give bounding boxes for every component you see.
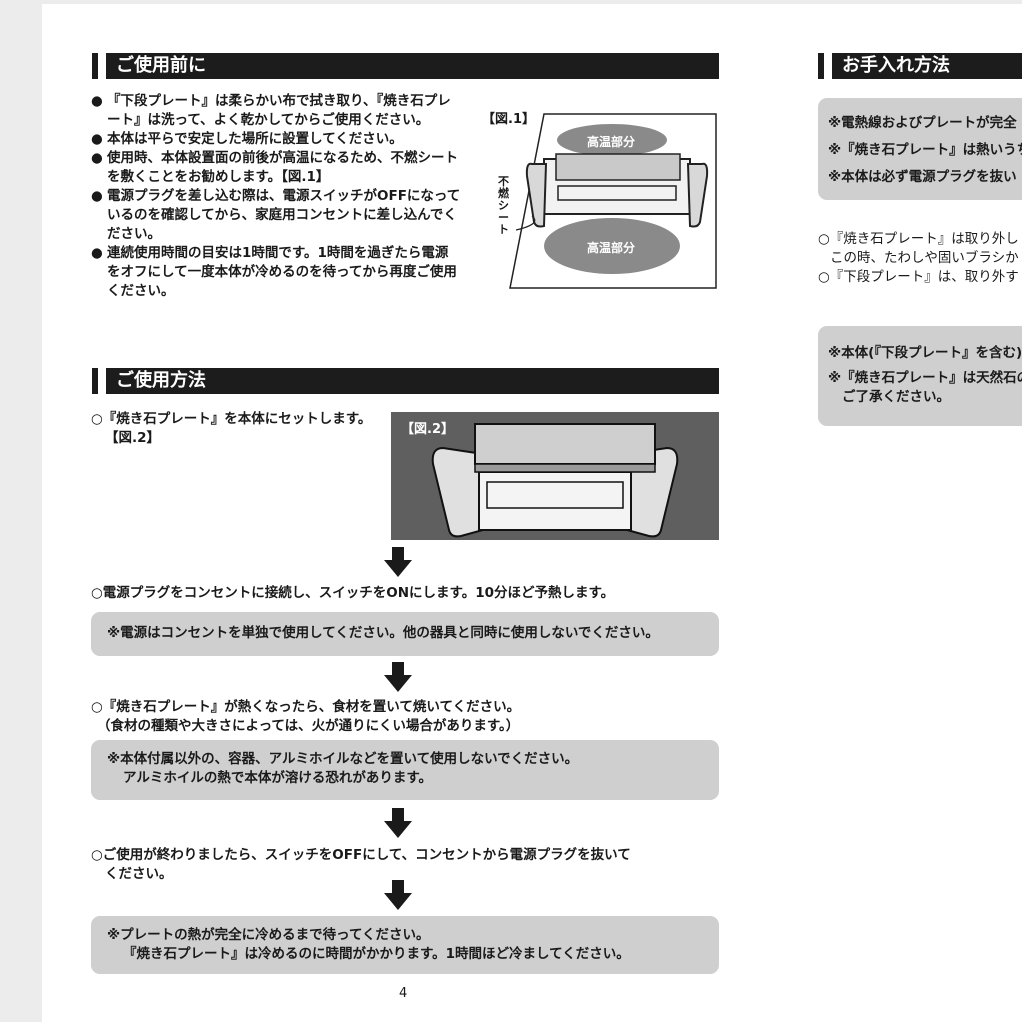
section-title: お手入れ方法 [842, 55, 950, 76]
figure-2-label: 【図.2】 [401, 422, 454, 437]
step-3: ○『焼き石プレート』が熱くなったら、食材を置いて焼いてください。 （食材の種類や… [91, 698, 731, 736]
note-1-text: ※電源はコンセントを単独で使用してください。他の器具と同時に使用しないでください… [107, 625, 659, 641]
care-note-a-line: ※『焼き石プレート』は熱いうち [828, 142, 1022, 158]
before-use-bullets: 『下段プレート』は柔らかい布で拭き取り、『焼き石プレート』は洗って、よく乾かして… [91, 92, 461, 301]
note-2-line-1: ※本体付属以外の、容器、アルミホイルなどを置いて使用しないでください。 [107, 751, 579, 767]
note-1: ※電源はコンセントを単独で使用してください。他の器具と同時に使用しないでください… [91, 612, 719, 656]
step-3-line-1: ○『焼き石プレート』が熱くなったら、食材を置いて焼いてください。 [91, 699, 521, 715]
care-note-a: ※電熱線およびプレートが完全 ※『焼き石プレート』は熱いうち ※本体は必ず電源プ… [818, 98, 1022, 200]
care-lines: ○『焼き石プレート』は取り外し この時、たわしや固いブラシか ○『下段プレート』… [818, 230, 1022, 287]
grill-illustration [431, 423, 679, 538]
care-note-a-line: ※本体は必ず電源プラグを抜い [828, 169, 1017, 185]
section-title: ご使用前に [116, 55, 206, 76]
step-1: ○『焼き石プレート』を本体にセットします。 【図.2】 [91, 410, 391, 448]
hot-area-label-top: 高温部分 [587, 135, 636, 149]
arrow-down-icon [384, 808, 412, 838]
grill-top-illustration [509, 113, 717, 289]
care-line: ○『下段プレート』は、取り外す [818, 269, 1019, 285]
note-3-line-1: ※プレートの熱が完全に冷めるまで待ってください。 [107, 927, 430, 943]
note-3-line-2: 『焼き石プレート』は冷めるのに時間がかかります。1時間ほど冷ましてください。 [123, 946, 630, 962]
care-line: ○『焼き石プレート』は取り外し [818, 231, 1019, 247]
bullet-item: 連続使用時間の目安は1時間です。1時間を過ぎたら電源をオフにして一度本体が冷める… [91, 244, 461, 301]
care-note-b: ※本体(『下段プレート』を含む) ※『焼き石プレート』は天然石の ご了承ください… [818, 326, 1022, 426]
care-line: この時、たわしや固いブラシか [830, 250, 1019, 266]
step-2: ○電源プラグをコンセントに接続し、スイッチをONにします。10分ほど予熱します。 [91, 585, 615, 601]
care-note-b-line: ご了承ください。 [842, 389, 950, 405]
care-note-a-line: ※電熱線およびプレートが完全 [828, 115, 1017, 131]
hot-area-label-bottom: 高温部分 [587, 241, 636, 255]
manual-page: ご使用前に 『下段プレート』は柔らかい布で拭き取り、『焼き石プレート』は洗って、… [42, 4, 1022, 1022]
figure-2: 【図.2】 [391, 412, 719, 540]
section-title: ご使用方法 [116, 370, 206, 391]
arrow-down-icon [384, 880, 412, 910]
note-2-line-2: アルミホイルの熱で本体が溶ける恐れがあります。 [123, 770, 433, 786]
step-4: ○ご使用が終わりましたら、スイッチをOFFにして、コンセントから電源プラグを抜い… [91, 846, 731, 884]
step-4-line-2: ください。 [105, 866, 173, 882]
section-header-before-use: ご使用前に [92, 53, 719, 79]
care-note-b-line: ※本体(『下段プレート』を含む) [828, 345, 1022, 361]
step-3-line-2: （食材の種類や大きさによっては、火が通りにくい場合があります。） [97, 718, 520, 734]
bullet-item: 本体は平らで安定した場所に設置してください。 [91, 130, 461, 149]
care-note-b-line: ※『焼き石プレート』は天然石の [828, 370, 1022, 386]
section-header-how-to-use: ご使用方法 [92, 368, 719, 394]
step-4-line-1: ○ご使用が終わりましたら、スイッチをOFFにして、コンセントから電源プラグを抜い… [91, 847, 631, 863]
step-1-text: ○『焼き石プレート』を本体にセットします。 [91, 411, 372, 427]
bullet-item: 『下段プレート』は柔らかい布で拭き取り、『焼き石プレート』は洗って、よく乾かして… [91, 92, 461, 130]
page-number: 4 [399, 986, 408, 1001]
note-3: ※プレートの熱が完全に冷めるまで待ってください。 『焼き石プレート』は冷めるのに… [91, 916, 719, 974]
section-header-care: お手入れ方法 [818, 53, 1022, 79]
note-2: ※本体付属以外の、容器、アルミホイルなどを置いて使用しないでください。 アルミホ… [91, 740, 719, 800]
bullet-item: 使用時、本体設置面の前後が高温になるため、不燃シートを敷くことをお勧めします。【… [91, 149, 461, 187]
step-1-ref: 【図.2】 [105, 430, 161, 446]
arrow-down-icon [384, 662, 412, 692]
figure-1: 【図.1】 高温部分 高温部分 不燃シート [482, 104, 722, 294]
figure-1-label: 【図.1】 [482, 112, 535, 127]
arrow-down-icon [384, 547, 412, 577]
sheet-label: 不燃シート [498, 175, 509, 236]
bullet-item: 電源プラグを差し込む際は、電源スイッチがOFFになっているのを確認してから、家庭… [91, 187, 461, 244]
